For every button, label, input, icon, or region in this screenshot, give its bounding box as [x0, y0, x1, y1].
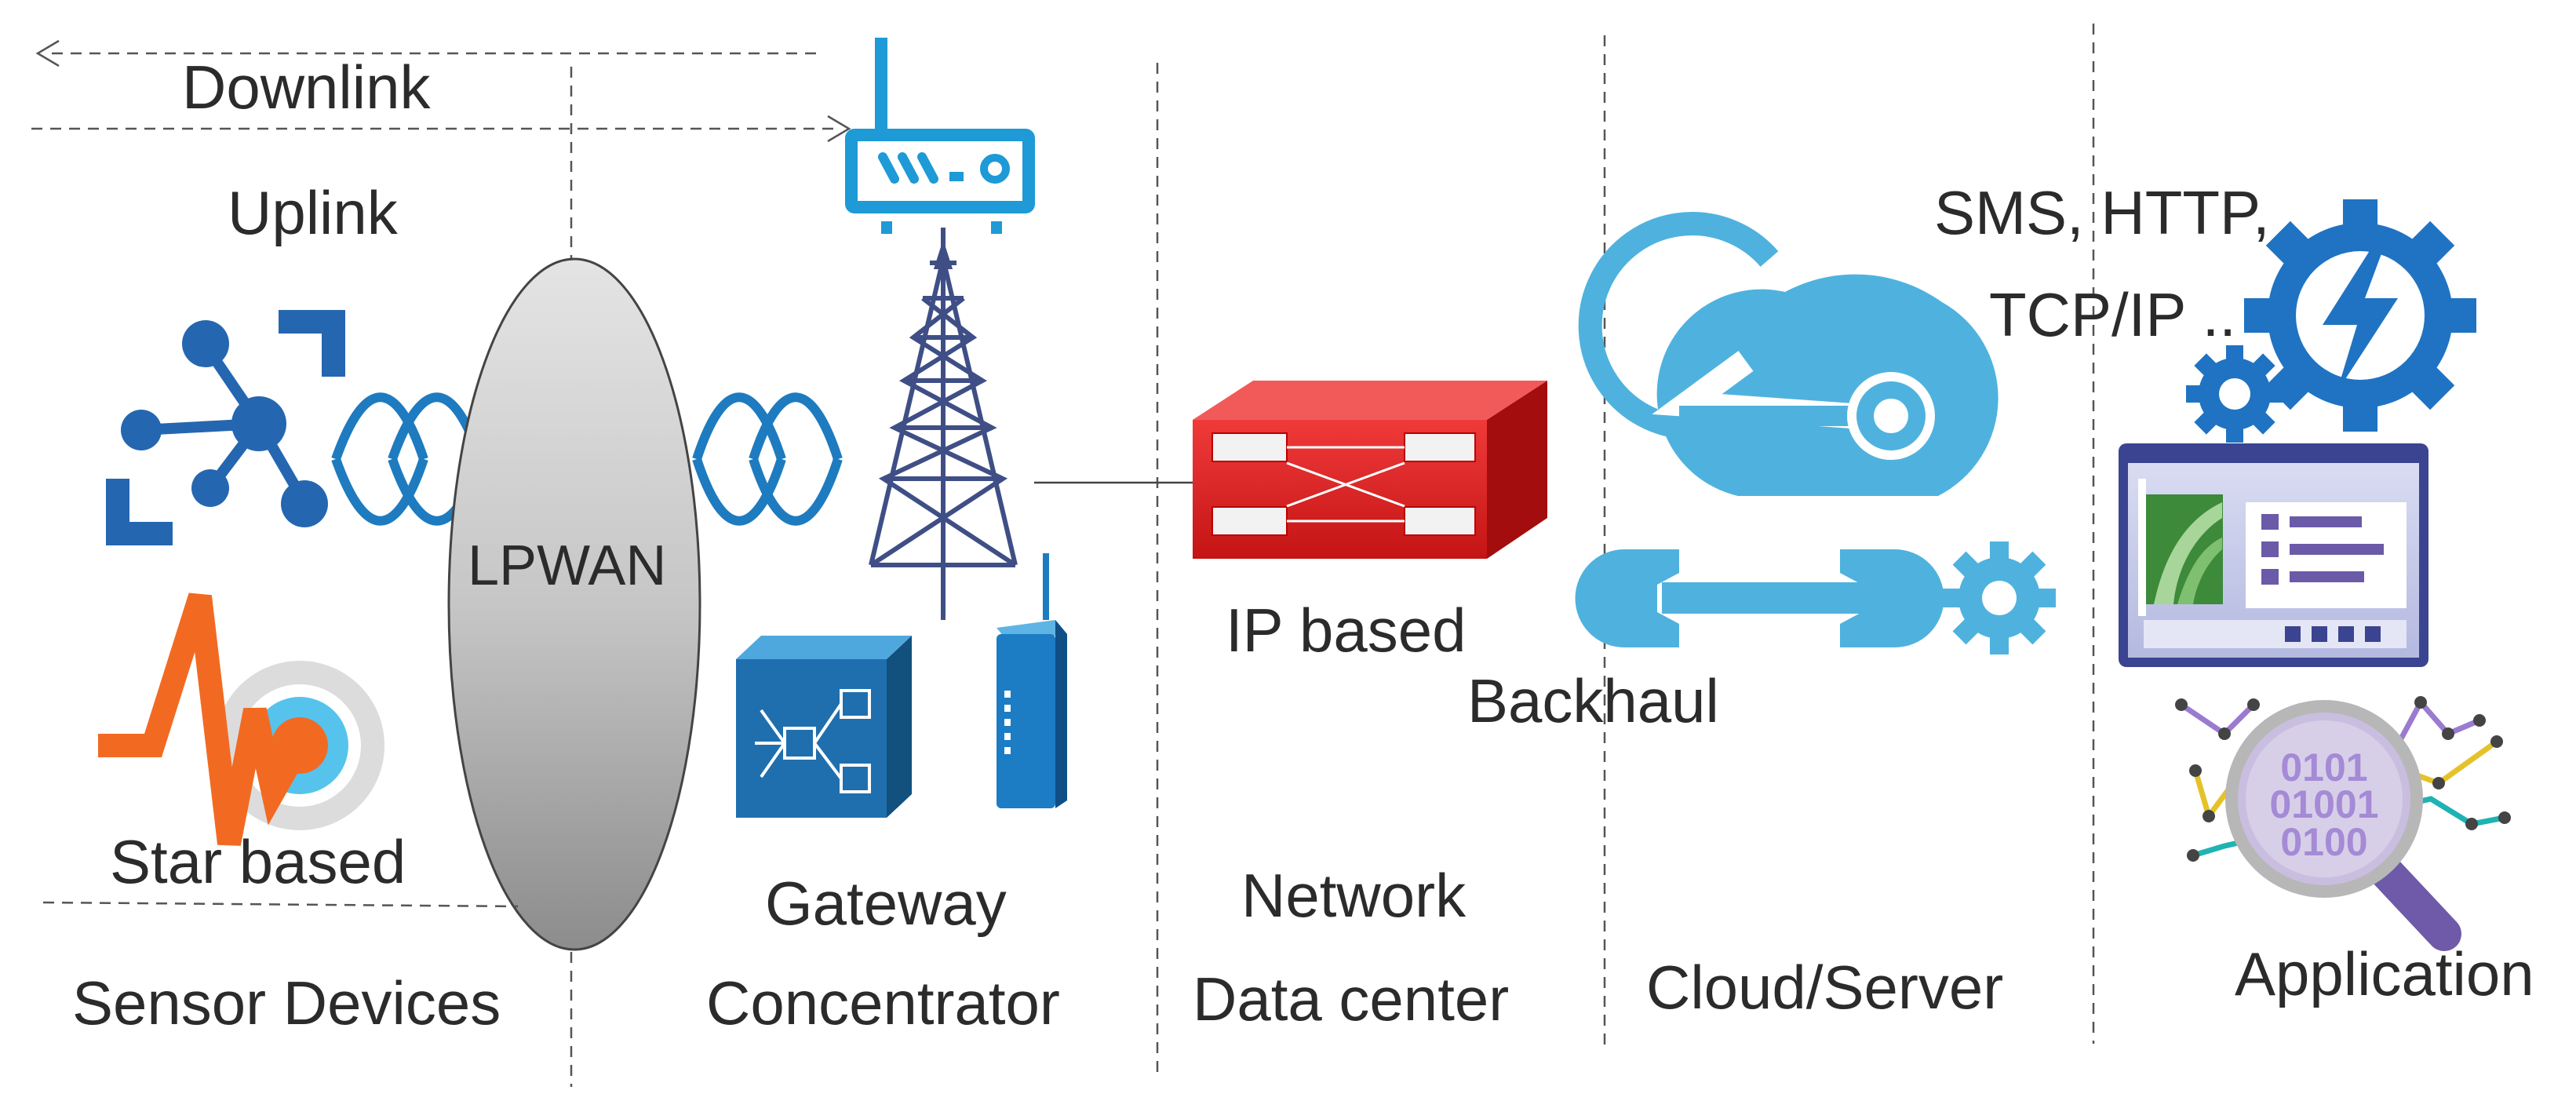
data-analytics-icon: 0101 01001 0100 — [2175, 696, 2511, 951]
pulse-sensor-icon — [98, 592, 384, 846]
datacenter-switch-icon — [1193, 381, 1547, 559]
cloud-icon — [1578, 212, 1998, 496]
backhaul-label: Backhaul — [1467, 666, 1719, 735]
star-based-divider — [42, 901, 519, 908]
uplink-arrow — [31, 115, 851, 143]
gateway-label: Gateway — [765, 869, 1007, 938]
antenna-tower-icon — [869, 228, 1018, 620]
application-window-icon — [2119, 443, 2428, 667]
star-based-label: Star based — [110, 827, 406, 896]
binary-line-1: 0101 — [2280, 746, 2367, 789]
lpwan-label: LPWAN — [468, 534, 666, 597]
gears-lightning-icon — [2186, 199, 2476, 443]
binary-line-2: 01001 — [2269, 782, 2378, 826]
network-label: Network — [1241, 861, 1467, 930]
ip-based-label: IP based — [1226, 596, 1466, 665]
data-center-label: Data center — [1193, 964, 1509, 1034]
protocols-line1-label: SMS, HTTP, — [1934, 178, 2270, 247]
network-hub-icon — [106, 310, 345, 545]
signal-wave-icon — [692, 392, 843, 526]
downlink-label: Downlink — [182, 53, 431, 122]
uplink-label: Uplink — [228, 178, 399, 247]
radio-transmitter-icon — [997, 553, 1067, 808]
protocols-line2-label: TCP/IP .. — [1989, 280, 2236, 349]
network-switch-icon — [736, 636, 912, 818]
cloud-server-label: Cloud/Server — [1646, 953, 2003, 1022]
binary-line-3: 0100 — [2280, 820, 2367, 864]
lpwan-ellipse — [447, 257, 701, 951]
downlink-arrow — [35, 39, 816, 67]
sensor-devices-label: Sensor Devices — [72, 968, 501, 1037]
router-icon — [845, 38, 1035, 234]
concentrator-label: Concentrator — [706, 968, 1060, 1037]
wrench-gear-icon — [1575, 541, 2056, 654]
application-label: Application — [2235, 939, 2534, 1008]
